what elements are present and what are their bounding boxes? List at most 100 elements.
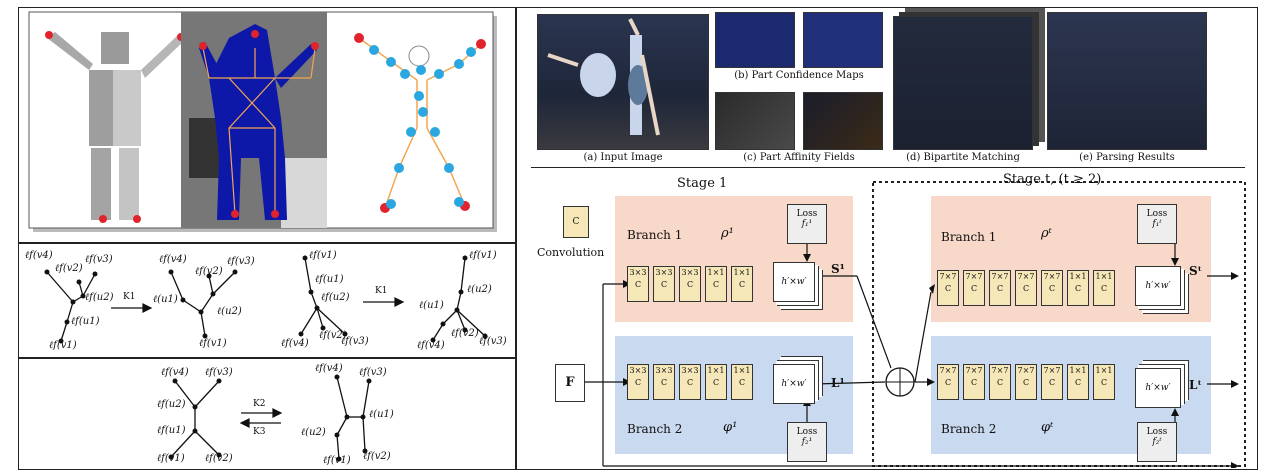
node-label: ℓf(v1) xyxy=(49,340,77,351)
node-label: ℓf(v4) xyxy=(25,250,53,261)
caption-affinity-fields: (c) Part Affinity Fields xyxy=(743,152,855,163)
feature-map-stack: h′×w′ xyxy=(1135,368,1181,408)
arrow-label: K2 xyxy=(253,399,266,409)
input-feature-box: F xyxy=(555,364,585,402)
caption-confidence-maps: (b) Part Confidence Maps xyxy=(734,70,864,81)
branch1-s1-symbol: ρ¹ xyxy=(721,226,734,241)
branch1-st-label: Branch 1 xyxy=(941,230,997,244)
feature-map-stack: h′×w′ xyxy=(773,262,815,302)
sketch-figure xyxy=(354,33,486,213)
node-label: ℓf(v4) xyxy=(417,340,445,351)
block-figure xyxy=(45,31,185,223)
branch2-s1-symbol: φ¹ xyxy=(723,420,738,435)
node-label: ℓ(u1) xyxy=(369,409,394,420)
node-label: ℓf(v3) xyxy=(205,367,233,378)
convolution-legend-label: Convolution xyxy=(537,246,605,259)
node-label: ℓf(v4) xyxy=(315,363,343,374)
node-label: ℓf(v1) xyxy=(199,338,227,349)
tree-edges-k1 xyxy=(44,255,488,344)
node-label: ℓf(u2) xyxy=(85,292,114,303)
branch1-st-symbol: ρᵗ xyxy=(1041,226,1052,241)
feature-map-stack: h′×w′ xyxy=(773,364,815,404)
branch2-st-output: Lᵗ xyxy=(1189,378,1202,392)
skeleton-figure-cell xyxy=(18,7,516,243)
node-label: ℓf(v3) xyxy=(479,336,507,347)
node-label: ℓf(v1) xyxy=(157,453,185,464)
depth-figure xyxy=(181,12,327,228)
arrow-label: K1 xyxy=(375,286,388,296)
bipartite-matching-image xyxy=(893,16,1033,150)
node-label: ℓf(v2) xyxy=(195,266,223,277)
branch2-s1-output: L¹ xyxy=(831,376,845,390)
convolution-legend-box: C xyxy=(563,206,589,238)
node-label: ℓ(u2) xyxy=(217,306,242,317)
node-label: ℓf(v3) xyxy=(227,256,255,267)
confidence-map-1 xyxy=(715,12,795,68)
caption-parsing-results: (e) Parsing Results xyxy=(1079,152,1175,163)
arrow-label: K3 xyxy=(253,427,266,437)
node-label: ℓf(v3) xyxy=(85,254,113,265)
node-label: ℓf(u2) xyxy=(321,292,350,303)
branch2-st-label: Branch 2 xyxy=(941,422,997,436)
node-label: ℓf(v2) xyxy=(451,328,479,339)
node-label: ℓf(v2) xyxy=(363,451,391,462)
parsing-results-image xyxy=(1047,12,1207,150)
staget-title: Stage t, (t ≥ 2) xyxy=(1003,172,1102,187)
stage1-title: Stage 1 xyxy=(677,176,728,191)
arrow-label: K1 xyxy=(123,292,136,302)
input-image xyxy=(537,14,709,150)
affinity-field-2 xyxy=(803,92,883,150)
tree-edges-k2-k3 xyxy=(168,374,372,462)
branch2-st-symbol: φᵗ xyxy=(1041,420,1054,435)
node-label: ℓf(v2) xyxy=(55,263,83,274)
node-label: ℓf(u2) xyxy=(157,399,186,410)
node-label: ℓ(u2) xyxy=(301,427,326,438)
node-label: ℓf(v1) xyxy=(323,455,351,466)
tree-panel-k1: ℓf(v4) ℓf(v2) ℓf(v3) ℓf(u2) ℓf(u1) ℓf(v1… xyxy=(18,243,516,358)
node-label: ℓf(v4) xyxy=(161,367,189,378)
node-label: ℓf(v1) xyxy=(309,250,337,261)
branch1-st-output: Sᵗ xyxy=(1189,264,1203,278)
node-label: ℓ(u1) xyxy=(419,300,444,311)
branch1-s1-output: S¹ xyxy=(831,262,845,276)
tree-panel-k2-k3: ℓf(v4) ℓf(v3) ℓf(u2) ℓf(u1) ℓf(v1) ℓf(v2… xyxy=(18,358,516,470)
pipeline-separator xyxy=(531,167,1245,168)
node-label: ℓf(u1) xyxy=(315,274,344,285)
node-label: ℓ(u1) xyxy=(153,294,178,305)
node-label: ℓf(u1) xyxy=(71,316,100,327)
caption-bipartite-matching: (d) Bipartite Matching xyxy=(906,152,1020,163)
node-label: ℓf(v2) xyxy=(319,330,347,341)
confidence-map-2 xyxy=(803,12,883,68)
branch1-s1-label: Branch 1 xyxy=(627,228,683,242)
openpose-figure-cell: (a) Input Image (b) Part Confidence Maps… xyxy=(516,7,1258,470)
branch2-s1-label: Branch 2 xyxy=(627,422,683,436)
node-label: ℓf(v4) xyxy=(281,338,309,349)
feature-map-stack: h′×w′ xyxy=(1135,266,1181,306)
node-label: ℓf(v2) xyxy=(205,453,233,464)
